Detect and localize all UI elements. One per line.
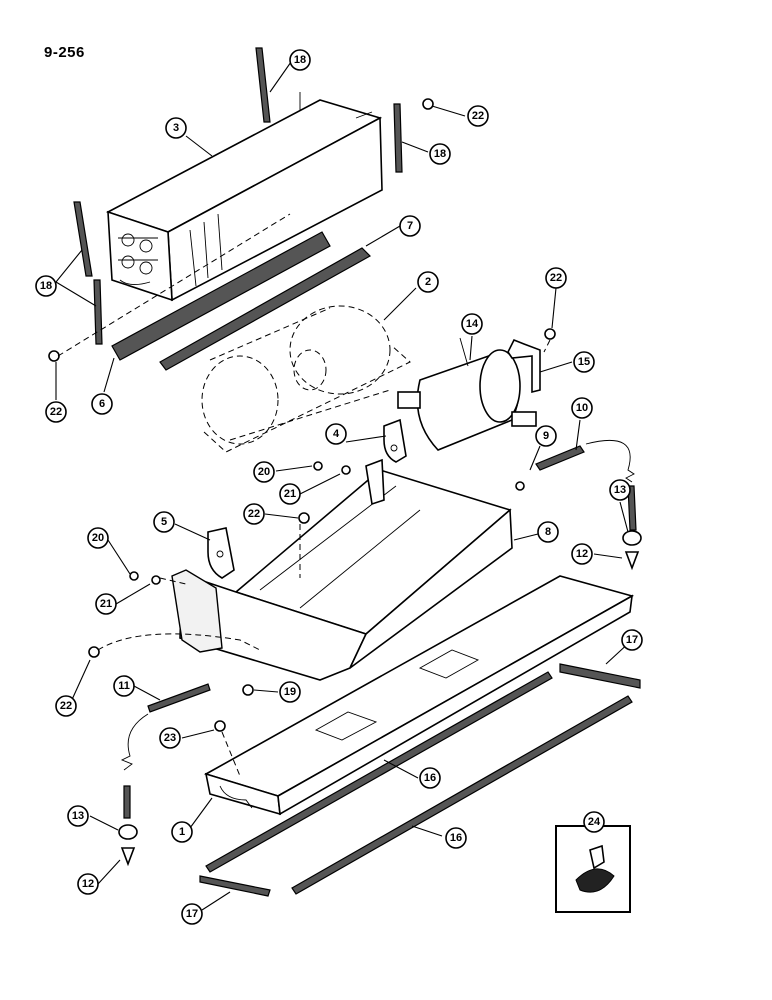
callout-17: 17 [181,903,203,925]
callout-19: 19 [279,681,301,703]
svg-text:3: 3 [173,122,179,134]
callout-20: 20 [87,527,109,549]
svg-text:2: 2 [425,276,431,288]
callout-14: 14 [461,313,483,335]
svg-text:18: 18 [294,54,306,66]
foam-strips-16-17 [199,663,641,897]
foam-strips-6-7 [111,231,371,371]
svg-text:7: 7 [407,220,413,232]
evaporator-core [105,92,383,302]
svg-text:23: 23 [164,732,176,744]
callout-22: 22 [55,695,77,717]
svg-text:19: 19 [284,686,296,698]
svg-text:12: 12 [82,878,94,890]
callout-12: 12 [77,873,99,895]
svg-text:8: 8 [545,526,551,538]
svg-text:20: 20 [92,532,104,544]
svg-text:17: 17 [626,634,638,646]
callout-18: 18 [35,275,57,297]
brackets-4-5 [207,418,407,579]
leader-lines [55,61,633,911]
inset-part-24 [555,825,631,913]
blower-assembly [201,305,411,453]
svg-text:22: 22 [248,508,260,520]
callout-21: 21 [95,593,117,615]
callout-15: 15 [573,351,595,373]
svg-text:10: 10 [576,402,588,414]
svg-text:5: 5 [161,516,167,528]
callout-2: 2 [417,271,439,293]
svg-text:24: 24 [588,816,601,828]
svg-text:16: 16 [424,772,436,784]
svg-text:21: 21 [284,488,296,500]
callout-12: 12 [571,543,593,565]
foam-strips-18 [73,47,403,345]
callout-20: 20 [253,461,275,483]
svg-text:22: 22 [60,700,72,712]
callout-9: 9 [535,425,557,447]
callout-22: 22 [243,503,265,525]
svg-text:13: 13 [72,810,84,822]
receiver-drier [397,337,537,451]
svg-text:12: 12 [576,548,588,560]
callout-8: 8 [537,521,559,543]
callout-1: 1 [171,821,193,843]
svg-text:22: 22 [50,406,62,418]
callouts: 18 22 3 18 7 2 18 22 14 15 22 6 10 4 9 2… [35,49,643,925]
callout-22: 22 [545,267,567,289]
callout-10: 10 [571,397,593,419]
svg-text:18: 18 [434,148,446,160]
callout-16: 16 [445,827,467,849]
svg-text:4: 4 [333,428,340,440]
base-plate [203,575,635,816]
callout-18: 18 [289,49,311,71]
springs-and-mounts [118,440,642,867]
screws-and-washers [48,98,556,732]
callout-3: 3 [165,117,187,139]
callout-7: 7 [399,215,421,237]
svg-text:9: 9 [543,430,549,442]
svg-text:20: 20 [258,466,270,478]
callout-13: 13 [67,805,89,827]
callout-11: 11 [113,675,135,697]
page-code: 9-256 [44,44,85,61]
bracket-15 [507,338,541,394]
callout-4: 4 [325,423,347,445]
svg-text:17: 17 [186,908,198,920]
callout-21: 21 [279,483,301,505]
callout-13: 13 [609,479,631,501]
callout-22: 22 [467,105,489,127]
svg-text:11: 11 [118,680,130,692]
svg-text:16: 16 [450,832,462,844]
callout-6: 6 [91,393,113,415]
callout-5: 5 [153,511,175,533]
callout-23: 23 [159,727,181,749]
callout-22: 22 [45,401,67,423]
callout-24: 24 [583,811,605,833]
svg-text:6: 6 [99,398,105,410]
svg-text:15: 15 [578,356,590,368]
svg-text:18: 18 [40,280,52,292]
svg-text:1: 1 [179,826,185,838]
assembly-lines [57,213,551,777]
callout-16: 16 [419,767,441,789]
svg-text:14: 14 [466,318,479,330]
svg-text:21: 21 [100,598,112,610]
housing-tray [171,458,513,681]
svg-text:22: 22 [550,272,562,284]
callout-17: 17 [621,629,643,651]
svg-text:22: 22 [472,110,484,122]
svg-text:13: 13 [614,484,626,496]
callout-18: 18 [429,143,451,165]
